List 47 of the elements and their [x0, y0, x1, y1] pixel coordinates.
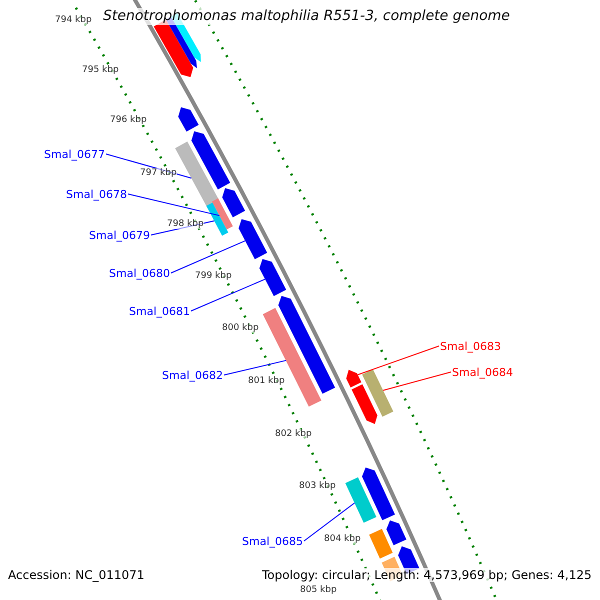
leader-line: [382, 372, 452, 391]
leader-line: [106, 154, 192, 179]
scale-label: 803 kbp: [299, 480, 336, 492]
gene-block: [345, 477, 376, 523]
scale-label: 797 kbp: [140, 168, 177, 178]
gene-block: [178, 107, 199, 132]
leader-line: [150, 220, 215, 236]
gene-label: Smal_0684: [452, 366, 513, 379]
leader-line: [190, 278, 266, 312]
scale-label: 794 kbp: [55, 14, 92, 26]
leader-line: [128, 194, 220, 216]
gene-label: Smal_0678: [66, 188, 127, 201]
scale-label: 795 kbp: [82, 64, 119, 76]
leader-line: [224, 360, 287, 376]
scale-label: 805 kbp: [300, 584, 337, 596]
footer-text: Topology: circular; Length: 4,573,969 bp; Genes: 4,125: [262, 568, 592, 582]
scale-label: 804 kbp: [324, 534, 361, 544]
gene-block: [206, 202, 228, 236]
gene-block: [191, 131, 230, 190]
gene-block: [262, 308, 322, 407]
gene-label: Smal_0683: [440, 340, 501, 353]
gene-block: [369, 528, 393, 559]
gene-label: Smal_0681: [129, 304, 190, 318]
gene-block: [259, 259, 286, 296]
gene-block: [238, 219, 268, 260]
footer-text: Accession: NC_011071: [8, 568, 144, 582]
gene-block: [362, 369, 394, 417]
gene-block: [386, 520, 406, 546]
gene-block: [352, 384, 378, 424]
gene-label: Smal_0679: [89, 228, 150, 242]
gene-label: Smal_0680: [109, 266, 170, 280]
gene-label: Smal_0685: [242, 534, 303, 548]
scale-label: 800 kbp: [222, 322, 259, 334]
gene-block: [362, 468, 395, 520]
scale-label: 801 kbp: [248, 376, 285, 386]
scale-label: 799 kbp: [195, 270, 232, 282]
gene-block: [212, 198, 233, 230]
gene-label: Smal_0682: [162, 368, 223, 382]
scale-label: 802 kbp: [275, 428, 312, 440]
gene-label: Smal_0677: [44, 148, 105, 161]
leader-line: [170, 240, 246, 274]
leader-line: [304, 502, 356, 542]
gene-block: [175, 142, 220, 208]
leader-line: [357, 346, 440, 376]
scale-label: 796 kbp: [110, 114, 147, 126]
gene-block: [222, 188, 246, 218]
scale-label: 798 kbp: [167, 218, 204, 230]
